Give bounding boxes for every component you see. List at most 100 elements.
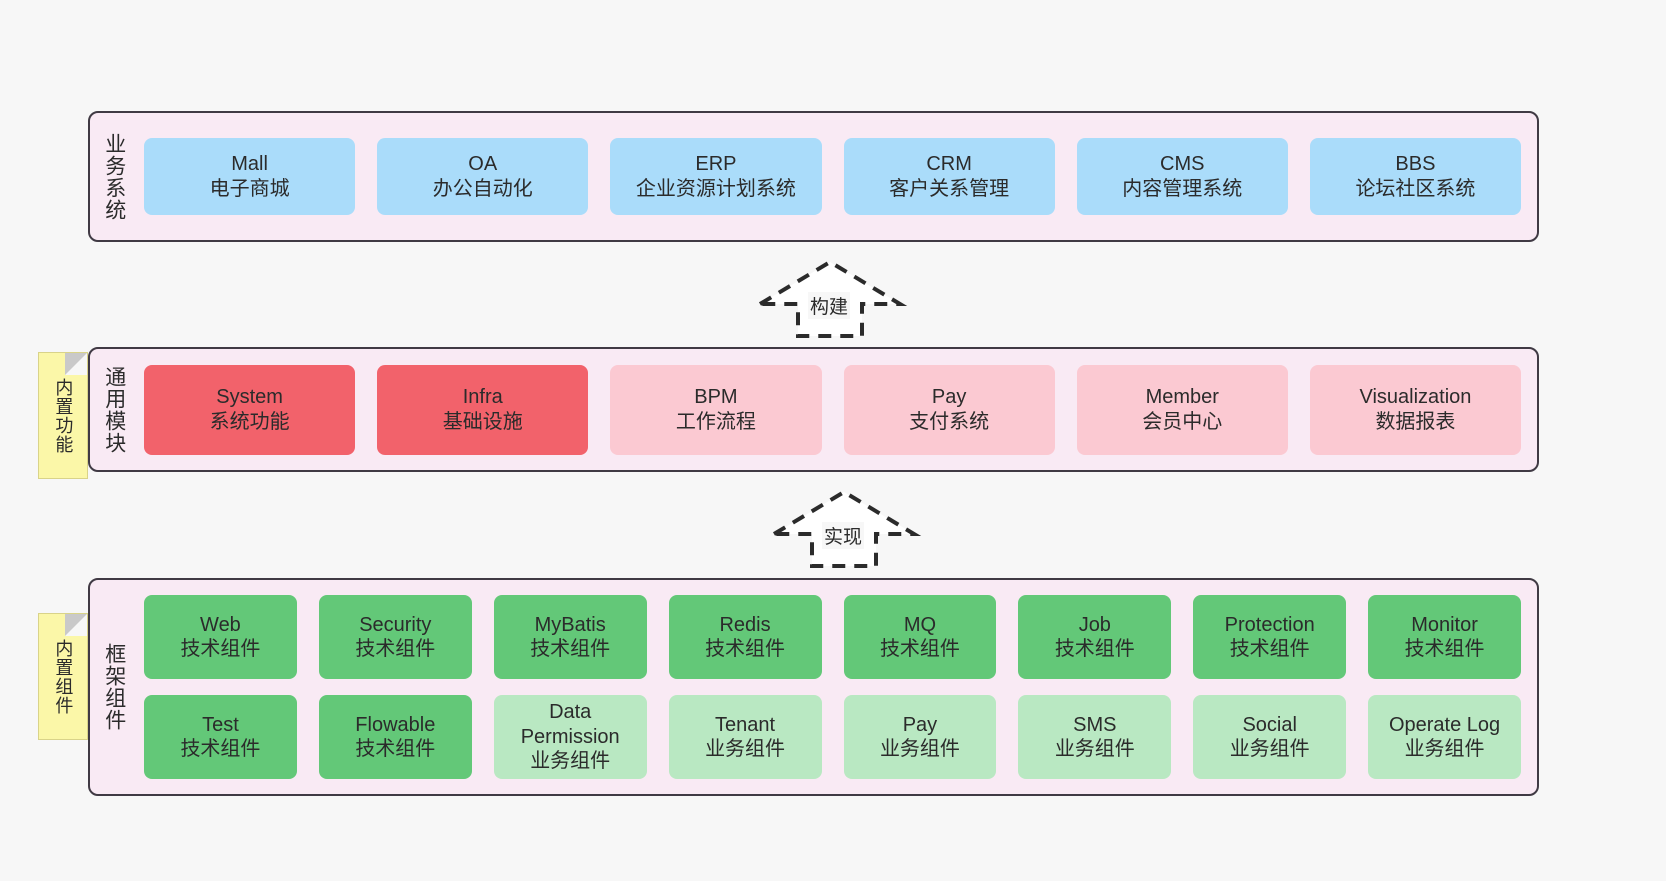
connector-build-label: 构建 [808,292,851,319]
card-subtitle: 论坛社区系统 [1355,177,1476,200]
layer-body-common-module: System 系统功能 Infra 基础设施 BPM 工作流程 Pay 支付系统… [138,349,1537,470]
card-title: Pay [902,713,938,736]
card-subtitle: 业务组件 [705,738,786,760]
card-job[interactable]: Job 技术组件 [1018,595,1172,679]
card-title: Visualization [1359,386,1472,409]
card-infra[interactable]: Infra 基础设施 [377,364,589,455]
card-bbs[interactable]: BBS 论坛社区系统 [1309,138,1522,215]
card-title: OA [468,153,498,176]
card-subtitle: 业务组件 [1054,738,1135,760]
card-title: CRM [926,153,972,176]
card-data-permission[interactable]: Data Permission 业务组件 [493,695,647,779]
connector-implement-label: 实现 [822,522,865,549]
card-title: Protection [1224,613,1315,636]
card-title: Operate Log [1388,713,1501,736]
card-subtitle: 客户关系管理 [889,177,1010,200]
card-row: Test 技术组件 Flowable 技术组件 Data Permission … [144,695,1521,779]
card-subtitle: 技术组件 [355,638,436,660]
card-monitor[interactable]: Monitor 技术组件 [1368,595,1521,679]
layer-body-business-system: Mall 电子商城 OA 办公自动化 ERP 企业资源计划系统 CRM 客户关系… [138,113,1537,240]
card-tenant[interactable]: Tenant 业务组件 [668,695,822,779]
layer-title-business-system: 业务系统 [102,132,126,221]
card-subtitle: 工作流程 [675,410,756,433]
card-title: Infra [462,386,503,409]
card-subtitle: 技术组件 [705,638,786,660]
card-title: Data Permission [520,701,620,748]
card-visualization[interactable]: Visualization 数据报表 [1309,364,1522,455]
card-subtitle: 业务组件 [530,750,611,773]
card-title: BPM [694,386,738,409]
card-title: Redis [719,613,771,636]
card-title: SMS [1073,713,1117,736]
layer-title-framework-component: 框架组件 [102,643,126,731]
layer-framework-component: 框架组件 Web 技术组件 Security 技术组件 MyBatis 技术组件… [88,578,1539,796]
card-subtitle: 技术组件 [1404,638,1485,660]
card-subtitle: 技术组件 [180,738,261,760]
card-subtitle: 基础设施 [442,410,523,433]
card-crm[interactable]: CRM 客户关系管理 [843,138,1055,215]
card-subtitle: 技术组件 [355,738,436,760]
card-title: System [216,386,283,409]
card-mybatis[interactable]: MyBatis 技术组件 [493,595,647,679]
card-mall[interactable]: Mall 电子商城 [144,138,356,215]
card-title: Social [1242,713,1297,736]
card-member[interactable]: Member 会员中心 [1076,364,1288,455]
card-title: MyBatis [534,613,606,636]
card-title: MQ [903,613,937,636]
card-cms[interactable]: CMS 内容管理系统 [1076,138,1288,215]
card-system[interactable]: System 系统功能 [144,364,356,455]
card-title: Security [359,613,432,636]
card-row: System 系统功能 Infra 基础设施 BPM 工作流程 Pay 支付系统… [144,364,1522,455]
card-subtitle: 业务组件 [1404,738,1485,760]
card-title: Flowable [355,713,436,736]
card-title: Job [1078,613,1111,636]
card-mq[interactable]: MQ 技术组件 [843,595,997,679]
card-subtitle: 技术组件 [180,638,261,660]
card-social[interactable]: Social 业务组件 [1193,695,1347,779]
card-erp[interactable]: ERP 企业资源计划系统 [610,138,822,215]
card-oa[interactable]: OA 办公自动化 [377,138,589,215]
card-flowable[interactable]: Flowable 技术组件 [318,695,472,779]
card-bpm[interactable]: BPM 工作流程 [610,364,822,455]
card-protection[interactable]: Protection 技术组件 [1193,595,1347,679]
card-subtitle: 技术组件 [530,638,611,660]
card-subtitle: 办公自动化 [432,177,533,200]
card-web[interactable]: Web 技术组件 [144,595,297,679]
card-row: Web 技术组件 Security 技术组件 MyBatis 技术组件 Redi… [144,595,1521,679]
card-pay[interactable]: Pay 支付系统 [843,364,1055,455]
card-sms[interactable]: SMS 业务组件 [1018,695,1172,779]
card-title: Monitor [1411,613,1478,636]
card-subtitle: 内容管理系统 [1122,177,1243,200]
card-subtitle: 企业资源计划系统 [635,177,796,200]
card-subtitle: 支付系统 [909,410,990,433]
card-subtitle: 数据报表 [1375,410,1456,433]
card-row: Mall 电子商城 OA 办公自动化 ERP 企业资源计划系统 CRM 客户关系… [144,138,1522,215]
card-subtitle: 系统功能 [209,410,290,433]
layer-title-common-module: 通用模块 [102,365,126,454]
layer-body-framework-component: Web 技术组件 Security 技术组件 MyBatis 技术组件 Redi… [138,580,1537,794]
card-title: ERP [695,153,737,176]
card-subtitle: 会员中心 [1142,410,1223,433]
card-title: Member [1145,386,1219,409]
card-subtitle: 业务组件 [1229,738,1310,760]
card-title: BBS [1395,153,1436,176]
card-subtitle: 电子商城 [209,177,290,200]
card-subtitle: 业务组件 [879,738,960,760]
card-test[interactable]: Test 技术组件 [144,695,297,779]
card-title: Mall [231,153,268,176]
card-redis[interactable]: Redis 技术组件 [668,595,822,679]
card-title: Test [202,713,239,736]
card-pay-business[interactable]: Pay 业务组件 [843,695,997,779]
card-title: Pay [931,386,967,409]
card-security[interactable]: Security 技术组件 [318,595,472,679]
card-subtitle: 技术组件 [1054,638,1135,660]
tag-builtin-component: 内置组件 [38,613,88,740]
card-title: CMS [1160,153,1205,176]
tag-builtin-function: 内置功能 [38,352,88,479]
layer-common-module: 通用模块 System 系统功能 Infra 基础设施 BPM 工作流程 Pay… [88,347,1539,472]
card-subtitle: 技术组件 [879,638,960,660]
card-title: Tenant [715,713,776,736]
card-subtitle: 技术组件 [1229,638,1310,660]
card-operate-log[interactable]: Operate Log 业务组件 [1368,695,1521,779]
